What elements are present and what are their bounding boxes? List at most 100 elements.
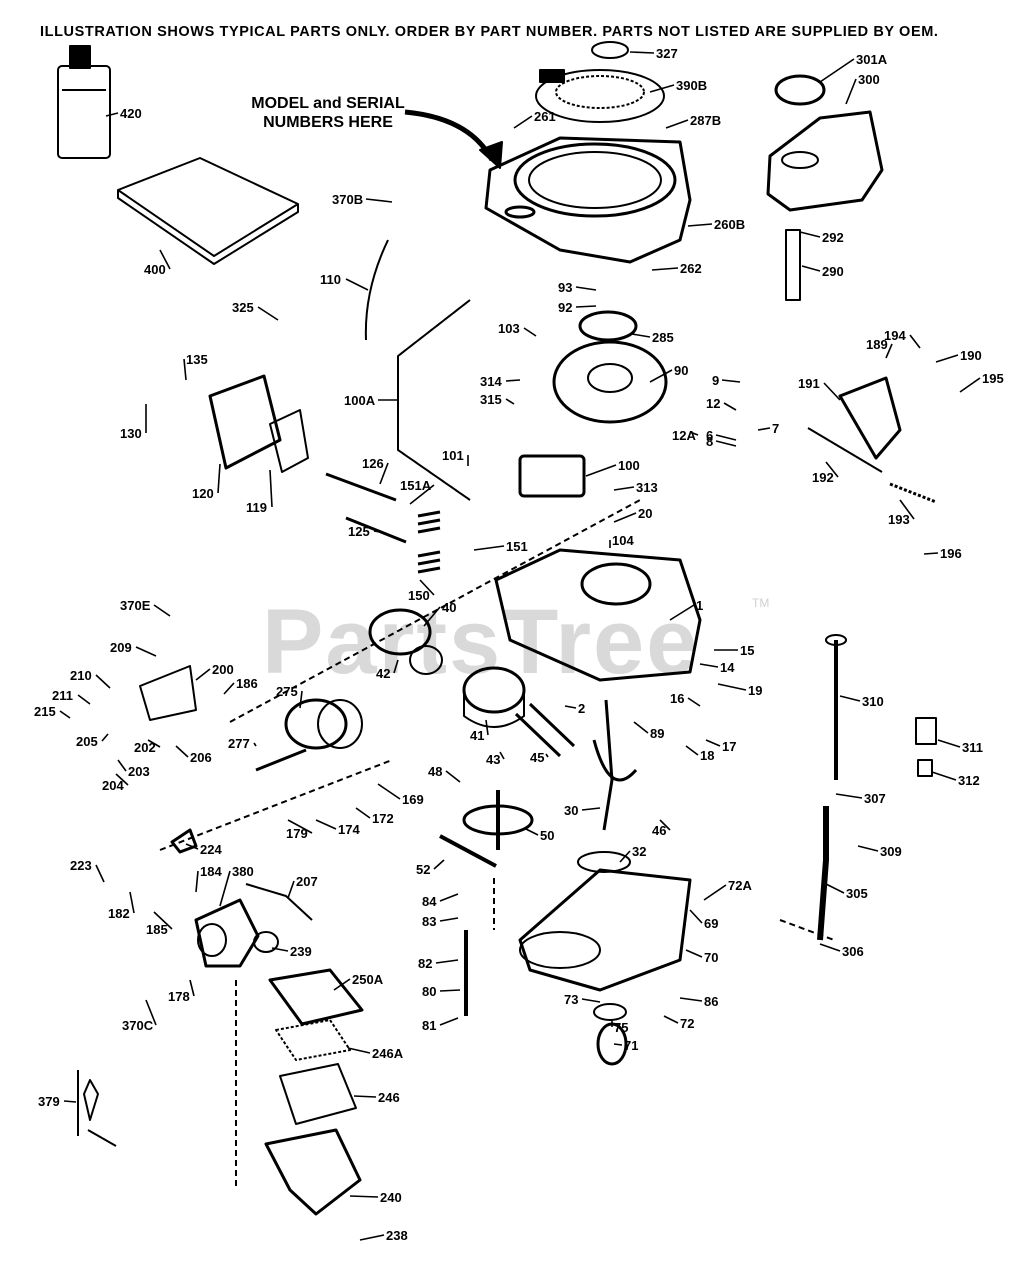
leader-290 (801, 265, 821, 272)
leader-18 (685, 745, 699, 756)
leader-185 (153, 911, 173, 930)
part-label-32: 32 (632, 844, 646, 859)
fuel-cap-301A (774, 74, 826, 106)
part-label-43: 43 (486, 752, 500, 767)
part-label-93: 93 (558, 280, 572, 295)
part-label-9: 9 (712, 373, 719, 388)
leader-240 (349, 1195, 379, 1198)
part-label-6: 6 (706, 428, 713, 443)
leader-93 (575, 286, 597, 291)
part-label-400: 400 (144, 262, 166, 277)
leader-287b (665, 119, 689, 129)
leader-1 (669, 604, 695, 621)
part-label-8: 8 (706, 434, 713, 449)
leader-89 (633, 721, 649, 734)
dipstick-cap-310 (825, 634, 847, 646)
leader-261 (513, 115, 533, 129)
leader-184 (195, 870, 199, 893)
part-label-135: 135 (186, 352, 208, 367)
part-label-150: 150 (408, 588, 430, 603)
part-label-184: 184 (200, 864, 222, 879)
part-label-17: 17 (722, 739, 736, 754)
leader-182 (129, 891, 135, 914)
part-label-380: 380 (232, 864, 254, 879)
part-label-69: 69 (704, 916, 718, 931)
leader-191 (823, 382, 841, 401)
leader-209 (135, 646, 157, 657)
leader-73 (581, 998, 601, 1003)
piston-41 (462, 666, 526, 728)
callout-arrowhead (479, 141, 503, 169)
wire-bracket-100A (397, 299, 471, 501)
part-label-48: 48 (428, 764, 442, 779)
part-label-209: 209 (110, 640, 132, 655)
leader-72a (703, 884, 727, 901)
part-label-210: 210 (70, 668, 92, 683)
part-label-182: 182 (108, 906, 130, 921)
leader-202 (147, 739, 161, 748)
part-label-306: 306 (842, 944, 864, 959)
leader-70 (685, 949, 703, 958)
cap-42 (409, 645, 443, 675)
valve-125 (345, 516, 407, 544)
part-label-290: 290 (822, 264, 844, 279)
part-label-287b: 287B (690, 113, 721, 128)
part-label-12a: 12A (672, 428, 696, 443)
part-label-192: 192 (812, 470, 834, 485)
plug-312 (917, 759, 933, 777)
part-label-72a: 72A (728, 878, 752, 893)
leader-190 (935, 354, 959, 363)
part-label-420: 420 (120, 106, 142, 121)
leader-210 (95, 674, 111, 689)
leader-151a (409, 484, 435, 505)
part-label-390b: 390B (676, 78, 707, 93)
pre-cleaner-246A (275, 1019, 351, 1061)
part-label-73: 73 (564, 992, 578, 1007)
linkage-200 (139, 665, 197, 721)
leader-314 (505, 379, 521, 382)
part-label-174: 174 (338, 822, 360, 837)
leader-194 (909, 334, 921, 349)
part-label-110: 110 (320, 272, 341, 287)
diagram-header: ILLUSTRATION SHOWS TYPICAL PARTS ONLY. O… (40, 24, 939, 40)
part-label-224: 224 (200, 842, 222, 857)
part-label-195: 195 (982, 371, 1004, 386)
leader-203 (117, 759, 127, 772)
part-label-7: 7 (772, 421, 779, 436)
gasket-32 (577, 851, 631, 873)
gasket-239 (253, 931, 279, 953)
part-label-2: 2 (578, 701, 585, 716)
part-label-80: 80 (422, 984, 436, 999)
leader-8 (715, 440, 737, 447)
part-label-285: 285 (652, 330, 674, 345)
leader-86 (679, 997, 703, 1002)
leader-193 (899, 499, 915, 520)
part-label-310: 310 (862, 694, 884, 709)
leader-126 (379, 462, 389, 485)
part-label-15: 15 (740, 643, 754, 658)
leader-305 (825, 883, 845, 894)
leader-390b (649, 84, 675, 93)
leader-262 (651, 267, 679, 271)
crankshaft-30 (592, 699, 638, 831)
part-label-19: 19 (748, 683, 762, 698)
leader-301a (819, 58, 855, 83)
part-label-189: 189 (866, 337, 888, 352)
leader-19 (717, 683, 747, 691)
muffler-bolt-277 (255, 748, 307, 772)
part-label-240: 240 (380, 1190, 402, 1205)
leader-186 (223, 682, 235, 695)
part-label-178: 178 (168, 989, 190, 1004)
part-label-75: 75 (614, 1020, 628, 1035)
leader-246 (353, 1095, 377, 1098)
part-label-82: 82 (418, 956, 432, 971)
part-label-186: 186 (236, 676, 258, 691)
flywheel-90 (552, 340, 668, 424)
leader-16 (687, 697, 701, 707)
leader-72 (663, 1015, 679, 1024)
part-label-130: 130 (120, 426, 142, 441)
leader-215 (59, 710, 71, 719)
leader-300 (845, 78, 857, 105)
